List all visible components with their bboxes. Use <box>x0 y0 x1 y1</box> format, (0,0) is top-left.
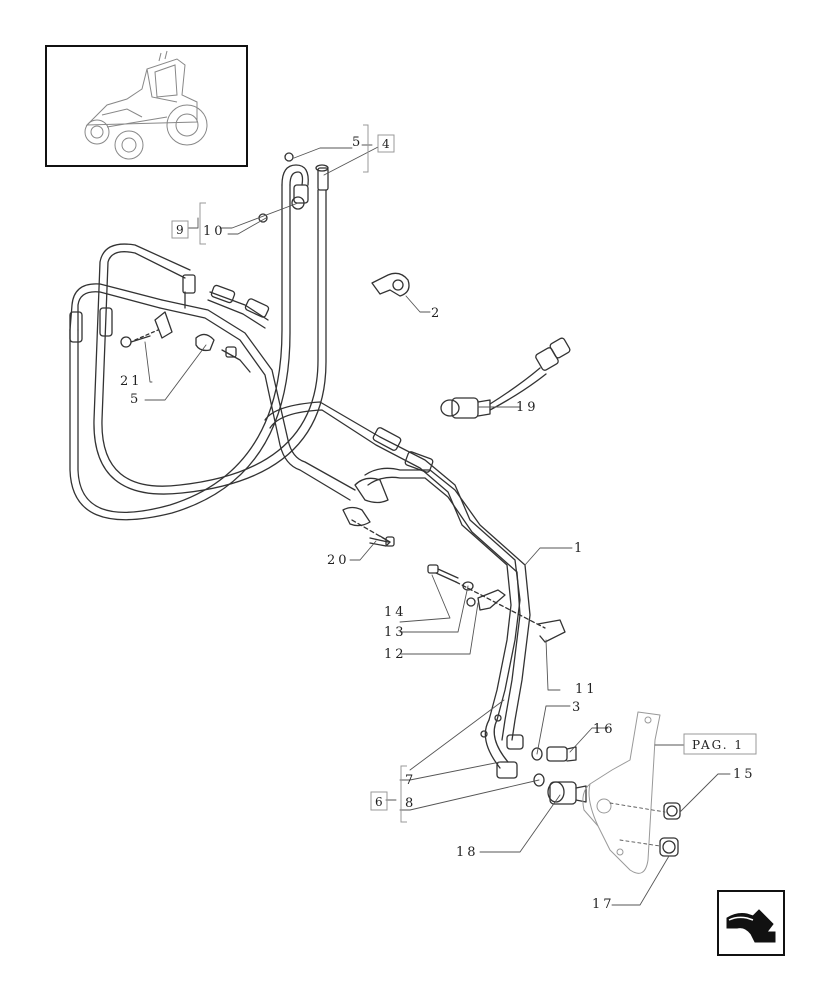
callout-21: 21 <box>120 374 143 389</box>
callout-18: 18 <box>456 845 479 860</box>
callout-19: 19 <box>516 400 539 415</box>
hydraulic-pipe-loop <box>69 184 327 521</box>
pressure-switch <box>440 337 571 419</box>
middle-pipe-run <box>69 274 356 501</box>
next-page-arrow-icon <box>726 909 776 943</box>
tractor-icon <box>84 50 208 160</box>
callout-14: 14 <box>384 605 407 620</box>
callout-4: 4 <box>382 137 390 151</box>
pipe-clip <box>371 272 410 297</box>
lower-pipe-run <box>264 401 531 779</box>
screw <box>369 536 395 547</box>
callout-7: 7 <box>405 773 416 788</box>
adapter-fittings <box>531 746 587 805</box>
callout-20: 20 <box>327 553 350 568</box>
reference-boxes <box>171 124 757 823</box>
callout-6: 6 <box>375 795 383 809</box>
mounting-bracket <box>582 711 661 874</box>
leader-lines <box>144 144 731 906</box>
blanking-caps <box>659 802 681 857</box>
callout-15: 15 <box>733 767 756 782</box>
callout-5-top: 5 <box>352 135 363 150</box>
callout-3: 3 <box>572 700 583 715</box>
tractor-thumbnail <box>45 45 248 167</box>
callout-12: 12 <box>384 647 407 662</box>
callout-9: 9 <box>176 223 184 237</box>
next-page-button[interactable] <box>717 890 785 956</box>
callout-11: 11 <box>575 682 598 697</box>
callout-2: 2 <box>431 306 442 321</box>
bolt-washer-set <box>427 564 566 643</box>
callout-labels: 1 2 3 4 5 5 6 7 8 9 10 11 12 13 14 15 16… <box>120 135 756 912</box>
callout-5-left: 5 <box>130 392 141 407</box>
callout-10: 10 <box>203 224 226 239</box>
callout-16: 16 <box>593 722 616 737</box>
callout-8: 8 <box>405 796 416 811</box>
callout-17: 17 <box>592 897 615 912</box>
callout-1: 1 <box>574 541 585 556</box>
page-reference: PAG. 1 <box>692 738 744 752</box>
callout-13: 13 <box>384 625 407 640</box>
